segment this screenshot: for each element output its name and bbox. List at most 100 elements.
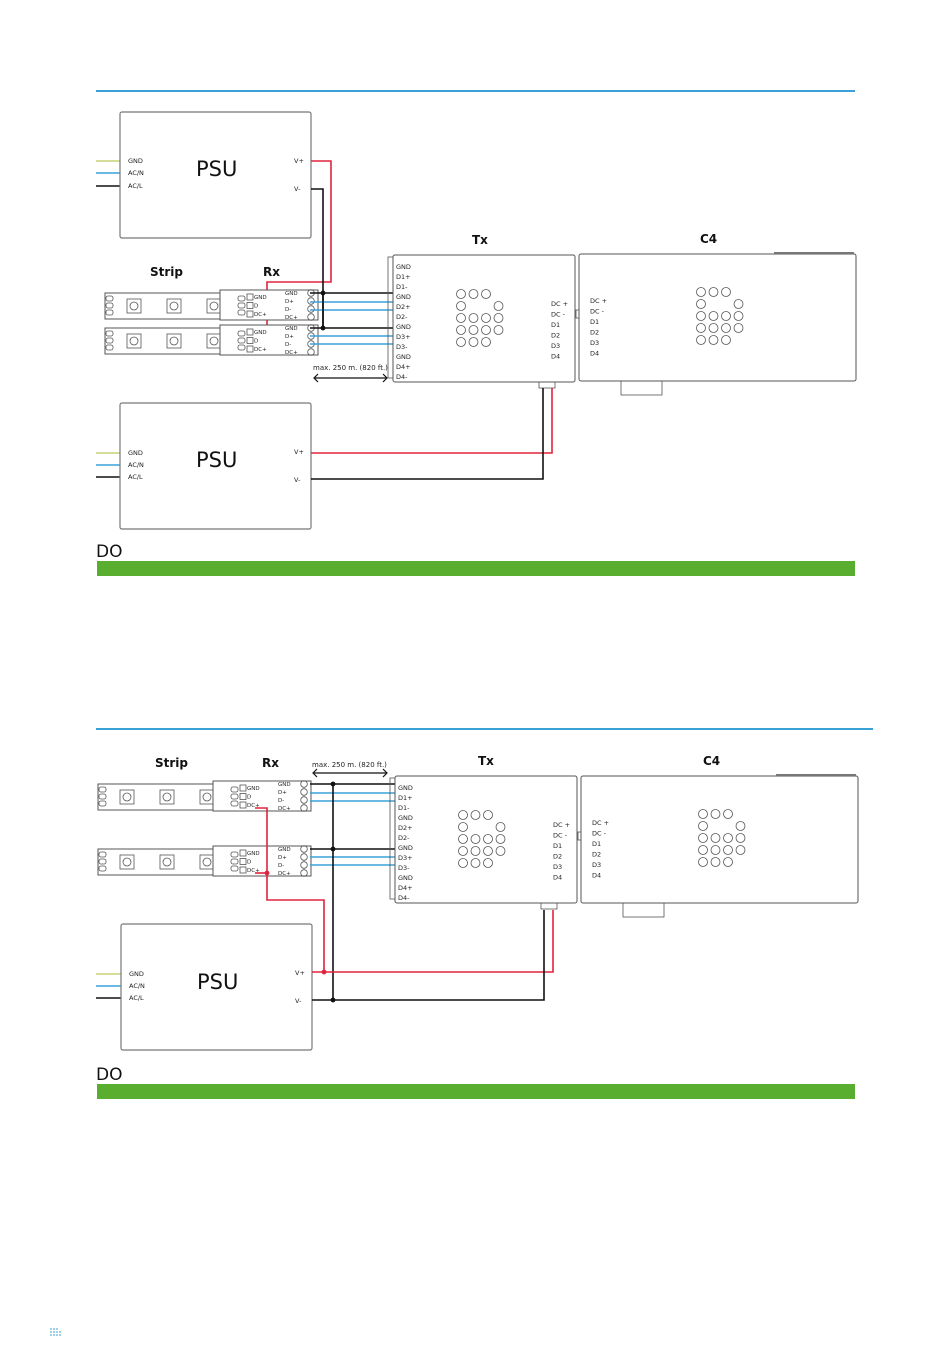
strip-pad [237, 302, 246, 309]
status-led [458, 834, 468, 844]
rx-pin-label: GND [285, 326, 298, 332]
psu-input-acl: AC/L [129, 994, 144, 1002]
psu-output-vminus: V- [294, 476, 301, 484]
status-led [708, 335, 719, 345]
rx-terminal [300, 780, 308, 788]
page-grid-icon [50, 1328, 62, 1338]
led-lens [129, 301, 139, 311]
status-led [470, 834, 481, 844]
strip-pin-socket [246, 345, 254, 353]
strip-pad [237, 309, 246, 316]
tx-pin-label: D1+ [398, 794, 413, 802]
c4-bottom-connector [620, 380, 663, 396]
rx-pin-label: D+ [278, 855, 287, 861]
status-led [458, 822, 468, 832]
tx-power-plus-wire [312, 910, 554, 973]
strip-pad [230, 800, 239, 807]
c4-pin-label: D1 [590, 318, 599, 326]
psu-output-vplus: V+ [294, 448, 304, 456]
c4-pin-label: DC - [590, 308, 605, 316]
strip-pad [230, 851, 239, 858]
status-led [723, 857, 733, 867]
rx-pin-label: D+ [278, 790, 287, 796]
rx-title: Rx [262, 756, 279, 770]
rx-terminal [300, 853, 308, 861]
status-led [468, 337, 479, 347]
data-wires [310, 781, 395, 1003]
status-led [708, 311, 719, 321]
status-led [481, 289, 491, 299]
led-chip [126, 333, 142, 349]
status-led [710, 845, 721, 855]
strip-pad [230, 793, 239, 800]
status-led [723, 845, 733, 855]
status-led [493, 313, 504, 323]
psu-input-acn: AC/N [128, 169, 144, 177]
psu-top: GND AC/N AC/L PSU V+ V- [96, 111, 312, 239]
c4-pin-label: DC - [592, 830, 607, 838]
tx-box [394, 775, 578, 904]
status-led [698, 845, 708, 855]
tx-output-label: DC + [553, 821, 570, 829]
distance-arrow [313, 373, 388, 383]
tx-power-minus-wire [312, 910, 545, 1001]
psu-output-vminus: V- [295, 997, 302, 1005]
status-led [483, 858, 493, 868]
status-led [733, 299, 744, 309]
tx-output-label: DC + [551, 300, 568, 308]
rx-terminal [300, 861, 308, 869]
tx-power-connector [540, 902, 558, 910]
rx-board [219, 289, 319, 321]
tx-pin-label: D2+ [398, 824, 413, 832]
status-led [733, 311, 744, 321]
strip-pin-socket [246, 337, 254, 344]
strip-pad [98, 865, 107, 872]
psu-input-acn: AC/N [129, 982, 145, 990]
status-led [696, 323, 706, 333]
tx-output-label: D3 [551, 342, 560, 350]
status-led [481, 337, 491, 347]
led-chip [166, 333, 182, 349]
led-lens [162, 857, 172, 867]
tx-box [392, 254, 576, 383]
status-led [721, 323, 731, 333]
status-led [470, 810, 481, 820]
status-led [698, 809, 708, 819]
strip-pad [105, 309, 114, 316]
tx-pin-label: D1- [396, 283, 408, 291]
strip-pad [230, 858, 239, 865]
status-led [481, 313, 491, 323]
tx-pin-label: GND [398, 844, 413, 852]
do-bar [97, 561, 855, 576]
dc-minus-wire [311, 188, 324, 328]
status-led [495, 846, 506, 856]
strip-pin-label: DC+ [247, 803, 260, 809]
status-led [483, 810, 493, 820]
strip-pad [105, 344, 114, 351]
status-led [696, 299, 706, 309]
tx-pin-label: D2- [396, 313, 408, 321]
strip-pad [230, 786, 239, 793]
tx-power-plus-wire [311, 388, 553, 454]
led-lens [202, 857, 212, 867]
status-led [735, 845, 746, 855]
distance-label: max. 250 m. (820 ft.) [313, 364, 388, 372]
c4-pin-label: DC + [592, 819, 609, 827]
status-led [468, 289, 479, 299]
psu-title: PSU [197, 970, 238, 994]
data-wires [310, 290, 393, 345]
strip-pin-label: GND [247, 786, 260, 792]
strip-pin-label: D [247, 860, 251, 866]
strip-pad [98, 800, 107, 807]
diagram-1: GND AC/N AC/L PSU V+ V- Strip Rx Tx C4 G… [96, 90, 857, 576]
psu-output-vplus: V+ [295, 969, 305, 977]
c4-pin-label: D4 [590, 350, 599, 358]
psu-box [119, 111, 312, 239]
status-led [456, 289, 466, 299]
tx-pin-label: GND [396, 323, 411, 331]
status-led [733, 323, 744, 333]
